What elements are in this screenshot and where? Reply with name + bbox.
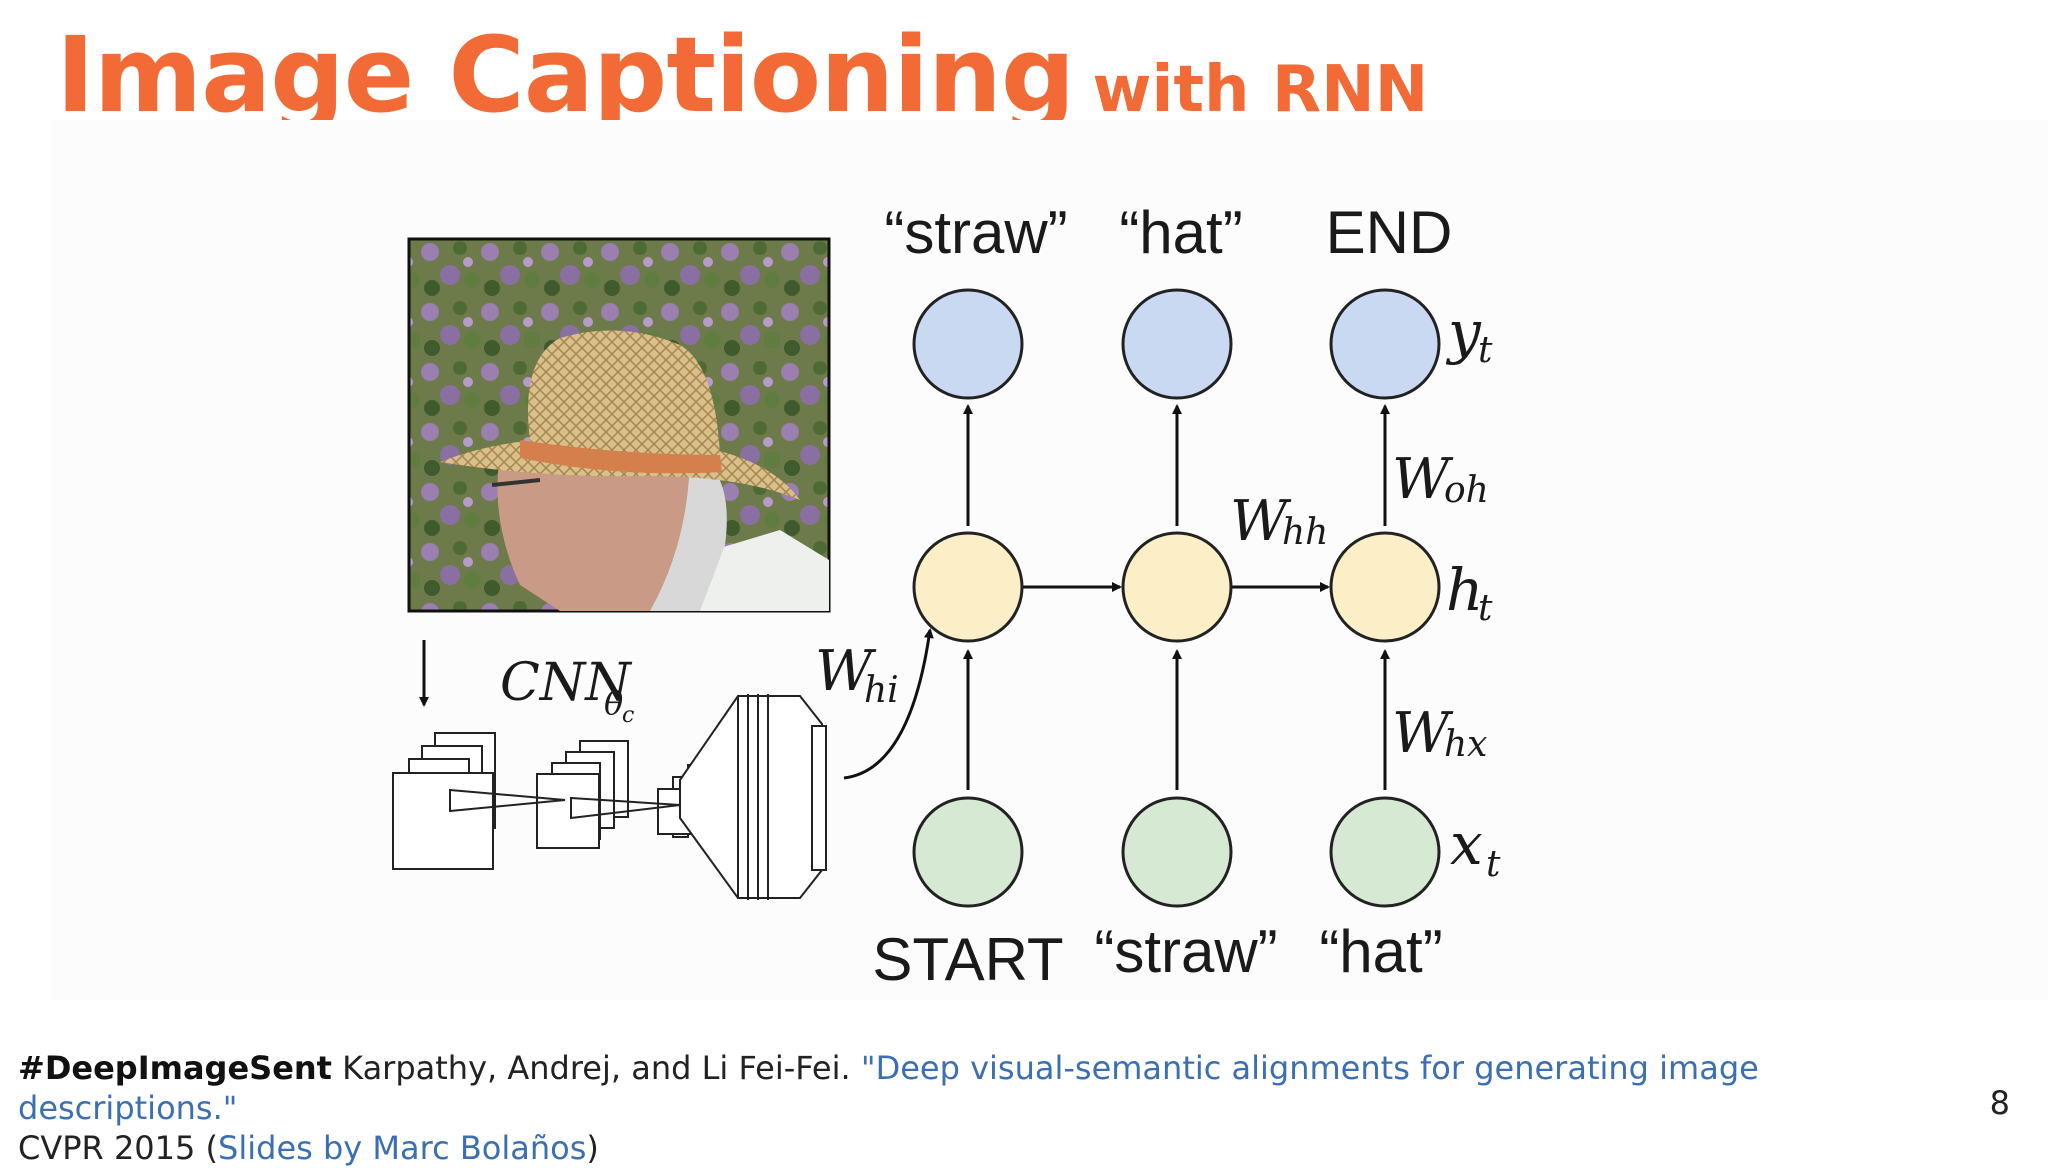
x-sub-label: t [1486, 844, 1501, 885]
output-node-2 [1121, 288, 1233, 400]
input-node-2 [1121, 796, 1233, 908]
w-hh-sub-label: hh [1282, 512, 1328, 553]
paper-title-link[interactable]: "Deep visual-semantic alignments for gen… [18, 1049, 1759, 1127]
figure-area [50, 120, 2048, 1000]
citation-footer: #DeepImageSent Karpathy, Andrej, and Li … [18, 1048, 1918, 1168]
citation-line-1: #DeepImageSent Karpathy, Andrej, and Li … [18, 1048, 1918, 1128]
cnn-feature-maps [392, 694, 827, 900]
venue-suffix: ) [586, 1129, 599, 1167]
h-label: h [1446, 556, 1483, 624]
man-in-straw-hat-photo [407, 237, 831, 613]
input-node-1 [912, 796, 1024, 908]
cnn-label: CNN [500, 653, 632, 713]
rnn-captioning-diagram: CNN θ c W hi [392, 199, 1501, 993]
cnn-subsubscript-label: c [622, 703, 634, 728]
output-node-1 [912, 288, 1024, 400]
w-oh-label: W [1392, 447, 1454, 512]
w-hx-sub-label: hx [1444, 724, 1488, 765]
h-sub-label: t [1478, 588, 1493, 629]
w-hi-sub-label: hi [864, 670, 899, 711]
y-label: y [1445, 298, 1482, 366]
title-subtitle: with RNN [1092, 53, 1429, 127]
output-word-1: “straw” [884, 199, 1067, 266]
w-hx-label: W [1392, 701, 1454, 766]
hidden-node-2 [1121, 531, 1233, 643]
page-number: 8 [1989, 1084, 2010, 1122]
y-sub-label: t [1478, 330, 1493, 371]
rnn-connectors [963, 404, 1390, 790]
hidden-node-1 [912, 531, 1024, 643]
title-main: Image Captioning [56, 14, 1075, 136]
input-word-1: START [872, 926, 1063, 993]
output-word-3: END [1326, 199, 1453, 266]
citation-line-2: CVPR 2015 (Slides by Marc Bolaños) [18, 1128, 1918, 1168]
w-hi-label: W [815, 639, 877, 704]
input-word-2: “straw” [1094, 918, 1277, 985]
w-hi-arrow [843, 628, 934, 780]
venue-prefix: CVPR 2015 ( [18, 1129, 219, 1167]
input-word-3: “hat” [1319, 918, 1442, 985]
input-node-3 [1329, 796, 1441, 908]
slides-credit-link[interactable]: Slides by Marc Bolaños [218, 1129, 587, 1167]
cnn-subscript-label: θ [604, 684, 623, 722]
output-node-3 [1329, 288, 1441, 400]
w-oh-sub-label: oh [1444, 470, 1489, 511]
citation-authors: Karpathy, Andrej, and Li Fei-Fei. [331, 1049, 861, 1087]
output-word-2: “hat” [1119, 199, 1242, 266]
x-label: x [1450, 810, 1483, 878]
hidden-node-3 [1329, 531, 1441, 643]
citation-tag: #DeepImageSent [18, 1049, 332, 1087]
w-hh-label: W [1230, 489, 1292, 554]
